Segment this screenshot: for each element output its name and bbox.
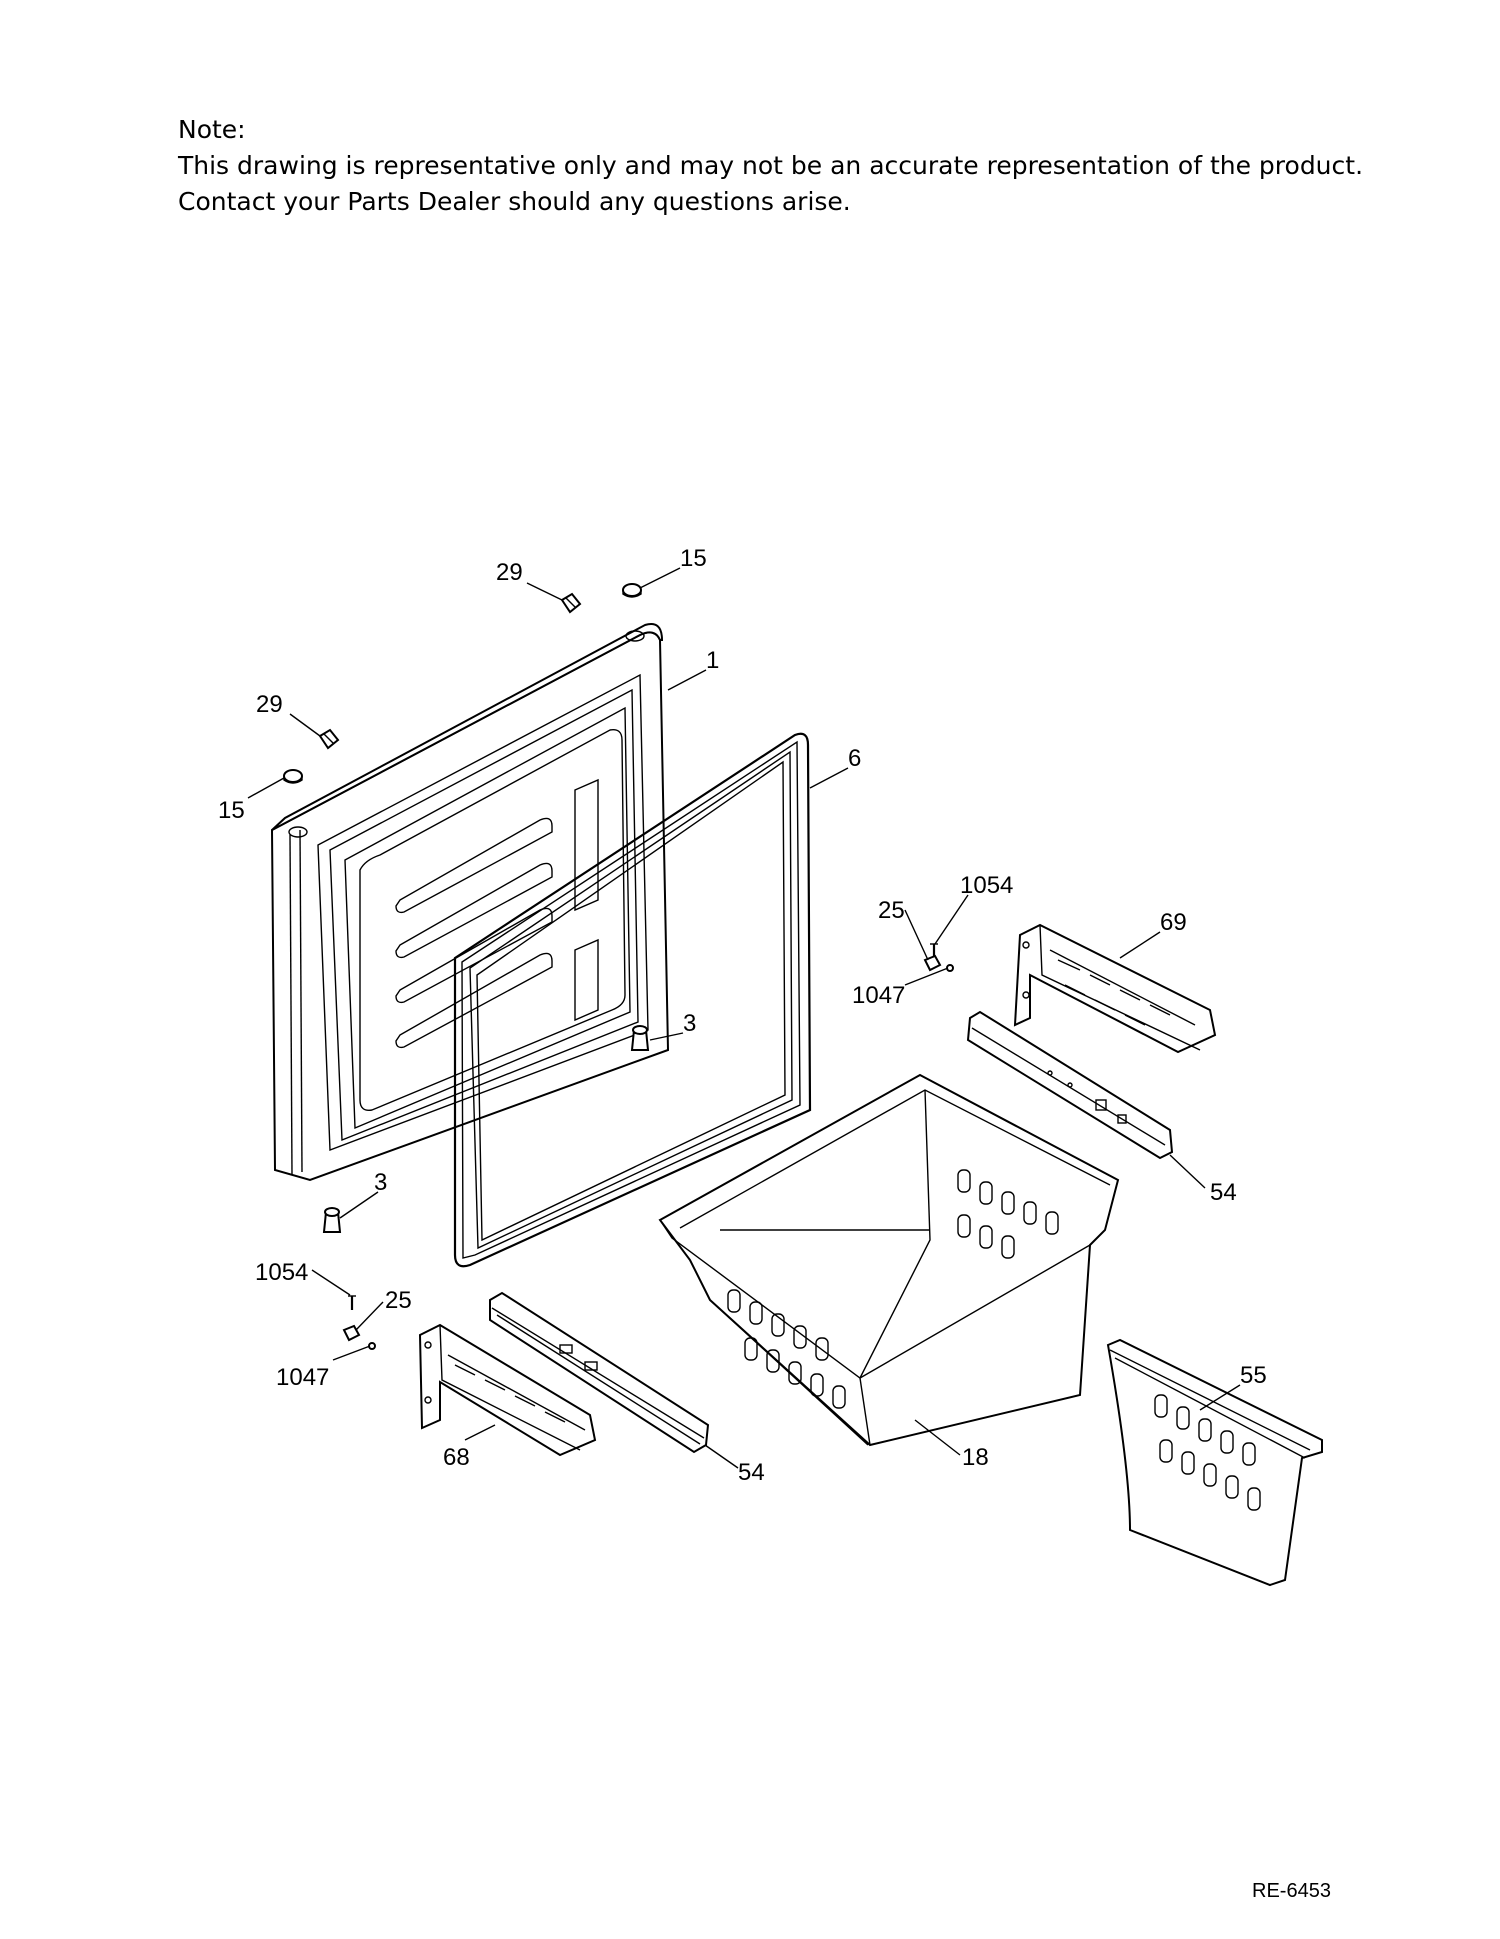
roller-25-right bbox=[923, 954, 942, 972]
callout-25-left: 25 bbox=[385, 1287, 412, 1314]
note-line-1: This drawing is representative only and … bbox=[178, 151, 1364, 180]
cap-15-left bbox=[283, 769, 303, 784]
hinge-screw-29-top bbox=[560, 592, 582, 614]
callout-54-left: 54 bbox=[738, 1459, 765, 1486]
leader-lines bbox=[247, 567, 1241, 1469]
callout-18: 18 bbox=[962, 1444, 989, 1471]
disclaimer-note: Note: This drawing is representative onl… bbox=[178, 112, 1418, 220]
roller-25-left bbox=[342, 1324, 361, 1342]
slide-rail-54-right bbox=[966, 1010, 1174, 1160]
cap-15-top bbox=[622, 583, 642, 598]
callout-68: 68 bbox=[443, 1444, 470, 1471]
freezer-door-part bbox=[270, 623, 670, 1182]
callout-6: 6 bbox=[848, 745, 861, 772]
callout-69: 69 bbox=[1160, 909, 1187, 936]
drawing-number: RE-6453 bbox=[1252, 1880, 1331, 1902]
callout-29-left: 29 bbox=[256, 691, 283, 718]
callout-54-right: 54 bbox=[1210, 1179, 1237, 1206]
callout-1: 1 bbox=[706, 647, 719, 674]
callout-labels: 29 15 1 29 15 6 1054 25 69 1047 3 54 3 1… bbox=[218, 545, 1267, 1486]
hinge-screw-29-left bbox=[318, 728, 340, 750]
callout-1047-left: 1047 bbox=[276, 1364, 329, 1391]
screw-1054-left bbox=[348, 1295, 356, 1310]
callout-29-top: 29 bbox=[496, 559, 523, 586]
callout-1054-right: 1054 bbox=[960, 872, 1013, 899]
bumper-3-right bbox=[630, 1025, 650, 1051]
callout-55: 55 bbox=[1240, 1362, 1267, 1389]
rail-bracket-68 bbox=[418, 1323, 597, 1457]
callout-1047-right: 1047 bbox=[852, 982, 905, 1009]
note-line-2: Contact your Parts Dealer should any que… bbox=[178, 187, 851, 216]
slide-rail-54-left bbox=[489, 1291, 710, 1454]
bumper-3-left bbox=[322, 1207, 342, 1233]
callout-3-right: 3 bbox=[683, 1010, 696, 1037]
callout-25-right: 25 bbox=[878, 897, 905, 924]
basket-divider-55 bbox=[1106, 1338, 1323, 1587]
note-heading: Note: bbox=[178, 115, 246, 144]
callout-15-left: 15 bbox=[218, 797, 245, 824]
callout-15-top: 15 bbox=[680, 545, 707, 572]
rail-bracket-69 bbox=[1013, 923, 1217, 1054]
door-gasket-part bbox=[453, 732, 812, 1268]
freezer-basket-18 bbox=[658, 1073, 1120, 1447]
callout-1054-left: 1054 bbox=[255, 1259, 308, 1286]
callout-3-left: 3 bbox=[374, 1169, 387, 1196]
